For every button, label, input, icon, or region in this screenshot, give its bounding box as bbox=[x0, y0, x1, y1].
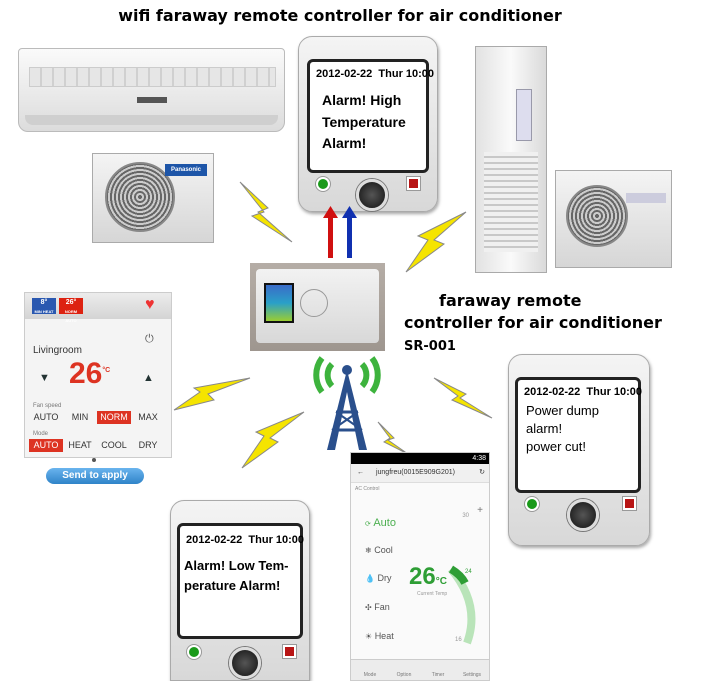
center-button[interactable] bbox=[356, 179, 388, 211]
preset-norm-chip[interactable]: 26°NORM AUTO bbox=[59, 298, 83, 323]
section-label: AC Control bbox=[355, 486, 380, 492]
phone-power-cut-alarm: 2012-02-22 Thur 10:00 Power dump alarm! … bbox=[508, 354, 650, 546]
wifi-tower-icon bbox=[313, 356, 381, 450]
fan-option-min[interactable]: MIN bbox=[71, 412, 89, 422]
nav-mode[interactable]: Mode bbox=[363, 672, 377, 678]
phone-screen: 2012-02-22 Thur 10:00 Alarm! High Temper… bbox=[307, 59, 434, 173]
temp-scale-arc bbox=[447, 565, 476, 645]
green-button[interactable] bbox=[525, 497, 539, 511]
red-button[interactable] bbox=[283, 645, 296, 658]
power-icon[interactable]: ⏻ bbox=[145, 333, 154, 345]
lightning-bolt-icon bbox=[377, 421, 409, 455]
red-button[interactable] bbox=[407, 177, 420, 190]
mobile-app-panel: 8°MIN HEAT 26°NORM AUTO ♥ ⏻ Livingroom ▼… bbox=[24, 292, 172, 458]
lightning-bolt-icon bbox=[433, 377, 493, 419]
datetime: 2012-02-22 Thur 10:00 bbox=[524, 386, 643, 398]
mode-item-heat[interactable]: ☀ Heat bbox=[365, 631, 394, 641]
indoor-ac-unit bbox=[18, 48, 285, 132]
send-to-apply-button[interactable]: Send to apply bbox=[46, 468, 144, 484]
room-name: Livingroom bbox=[33, 345, 82, 356]
app-top-bar: 8°MIN HEAT 26°NORM AUTO ♥ bbox=[25, 293, 171, 323]
ac-control-panel bbox=[516, 89, 532, 141]
android-app-screenshot: 4:38 ← jungfreu(0015E909G201) ↻ AC Contr… bbox=[350, 452, 490, 681]
datetime: 2012-02-22 Thur 10:00 bbox=[316, 68, 435, 80]
current-temperature: 26°C bbox=[409, 563, 447, 590]
mode-item-cool[interactable]: ❄ Cool bbox=[365, 545, 393, 555]
phone-screen: 2012-02-22 Thur 10:00 Alarm! Low Tem- pe… bbox=[177, 523, 305, 639]
scale-bottom: 16 bbox=[455, 637, 462, 643]
ac-grille bbox=[29, 67, 276, 87]
mode-item-fan[interactable]: ✣ Fan bbox=[365, 602, 390, 612]
phone-low-temp-alarm: 2012-02-22 Thur 10:00 Alarm! Low Tem- pe… bbox=[170, 500, 310, 681]
fan-icon bbox=[566, 185, 628, 247]
decrease-temp-button[interactable]: ▼ bbox=[39, 372, 50, 384]
scale-top: 24 bbox=[465, 569, 472, 575]
mode-item-auto[interactable]: ⟳ Auto bbox=[365, 517, 396, 529]
sr001-device-photo bbox=[250, 263, 385, 351]
plus-icon[interactable]: + bbox=[477, 505, 483, 516]
mode-option-dry[interactable]: DRY bbox=[138, 440, 158, 450]
device-title: jungfreu(0015E909G201) bbox=[375, 469, 455, 476]
alarm-message: Power dump alarm! power cut! bbox=[526, 403, 599, 455]
red-button[interactable] bbox=[623, 497, 636, 510]
device-lcd bbox=[264, 283, 294, 323]
fan-speed-label: Fan speed bbox=[33, 403, 62, 409]
ac-vents bbox=[484, 152, 538, 252]
fan-icon bbox=[105, 162, 175, 232]
fan-option-max[interactable]: MAX bbox=[138, 412, 158, 422]
fan-option-norm[interactable]: NORM bbox=[97, 411, 131, 424]
back-arrow-icon[interactable]: ← bbox=[357, 469, 364, 476]
lightning-bolt-icon bbox=[405, 211, 467, 273]
phone-screen: 2012-02-22 Thur 10:00 Power dump alarm! … bbox=[515, 377, 643, 493]
mode-option-heat[interactable]: HEAT bbox=[68, 440, 92, 450]
fan-option-auto[interactable]: AUTO bbox=[33, 412, 59, 422]
brand-logo bbox=[626, 193, 666, 203]
mode-option-cool[interactable]: COOL bbox=[101, 440, 127, 450]
bottom-nav: Mode Option Timer Settings bbox=[351, 659, 489, 680]
app-header: ← jungfreu(0015E909G201) ↻ bbox=[351, 464, 489, 483]
center-button[interactable] bbox=[229, 647, 261, 679]
mode-option-auto[interactable]: AUTO bbox=[29, 439, 63, 452]
set-temperature: 26°C bbox=[69, 357, 111, 390]
page-title: wifi faraway remote controller for air c… bbox=[118, 6, 562, 25]
green-button[interactable] bbox=[316, 177, 330, 191]
brand-logo: Panasonic bbox=[165, 164, 207, 176]
increase-temp-button[interactable]: ▲ bbox=[143, 372, 154, 384]
data-arrows bbox=[323, 206, 357, 258]
ac-brand-plate bbox=[137, 97, 167, 103]
green-button[interactable] bbox=[187, 645, 201, 659]
device-body bbox=[256, 269, 379, 343]
product-subtitle-1: faraway remote bbox=[439, 291, 582, 310]
datetime: 2012-02-22 Thur 10:00 bbox=[186, 534, 305, 546]
refresh-icon[interactable]: ↻ bbox=[479, 469, 485, 476]
alarm-message: Alarm! High Temperature Alarm! bbox=[322, 92, 406, 152]
outdoor-unit-right bbox=[555, 170, 672, 268]
nav-timer[interactable]: Timer bbox=[431, 672, 445, 678]
phone-high-temp-alarm: 2012-02-22 Thur 10:00 Alarm! High Temper… bbox=[298, 36, 438, 212]
lightning-bolt-icon bbox=[241, 411, 305, 469]
device-dpad bbox=[300, 289, 328, 317]
nav-option[interactable]: Option bbox=[396, 672, 412, 678]
nav-settings[interactable]: Settings bbox=[462, 672, 482, 678]
lightning-bolt-icon bbox=[173, 377, 251, 411]
outdoor-unit-left: Panasonic bbox=[92, 153, 214, 243]
page-indicator bbox=[92, 458, 96, 462]
model-number: SR-001 bbox=[404, 339, 456, 354]
preset-min-chip[interactable]: 8°MIN HEAT bbox=[32, 298, 56, 314]
center-button[interactable] bbox=[567, 499, 599, 531]
mode-item-dry[interactable]: 💧 Dry bbox=[365, 573, 392, 583]
floor-standing-ac bbox=[475, 46, 547, 273]
lightning-bolt-icon bbox=[239, 181, 293, 243]
product-subtitle-2: controller for air conditioner bbox=[404, 313, 662, 332]
scale-max: 30 bbox=[462, 513, 469, 519]
ac-louver bbox=[25, 115, 278, 125]
mode-label: Mode bbox=[33, 431, 49, 437]
heart-icon[interactable]: ♥ bbox=[145, 296, 155, 313]
temp-caption: Current Temp bbox=[417, 591, 448, 597]
alarm-message: Alarm! Low Tem- perature Alarm! bbox=[184, 558, 289, 594]
status-bar: 4:38 bbox=[351, 453, 489, 464]
